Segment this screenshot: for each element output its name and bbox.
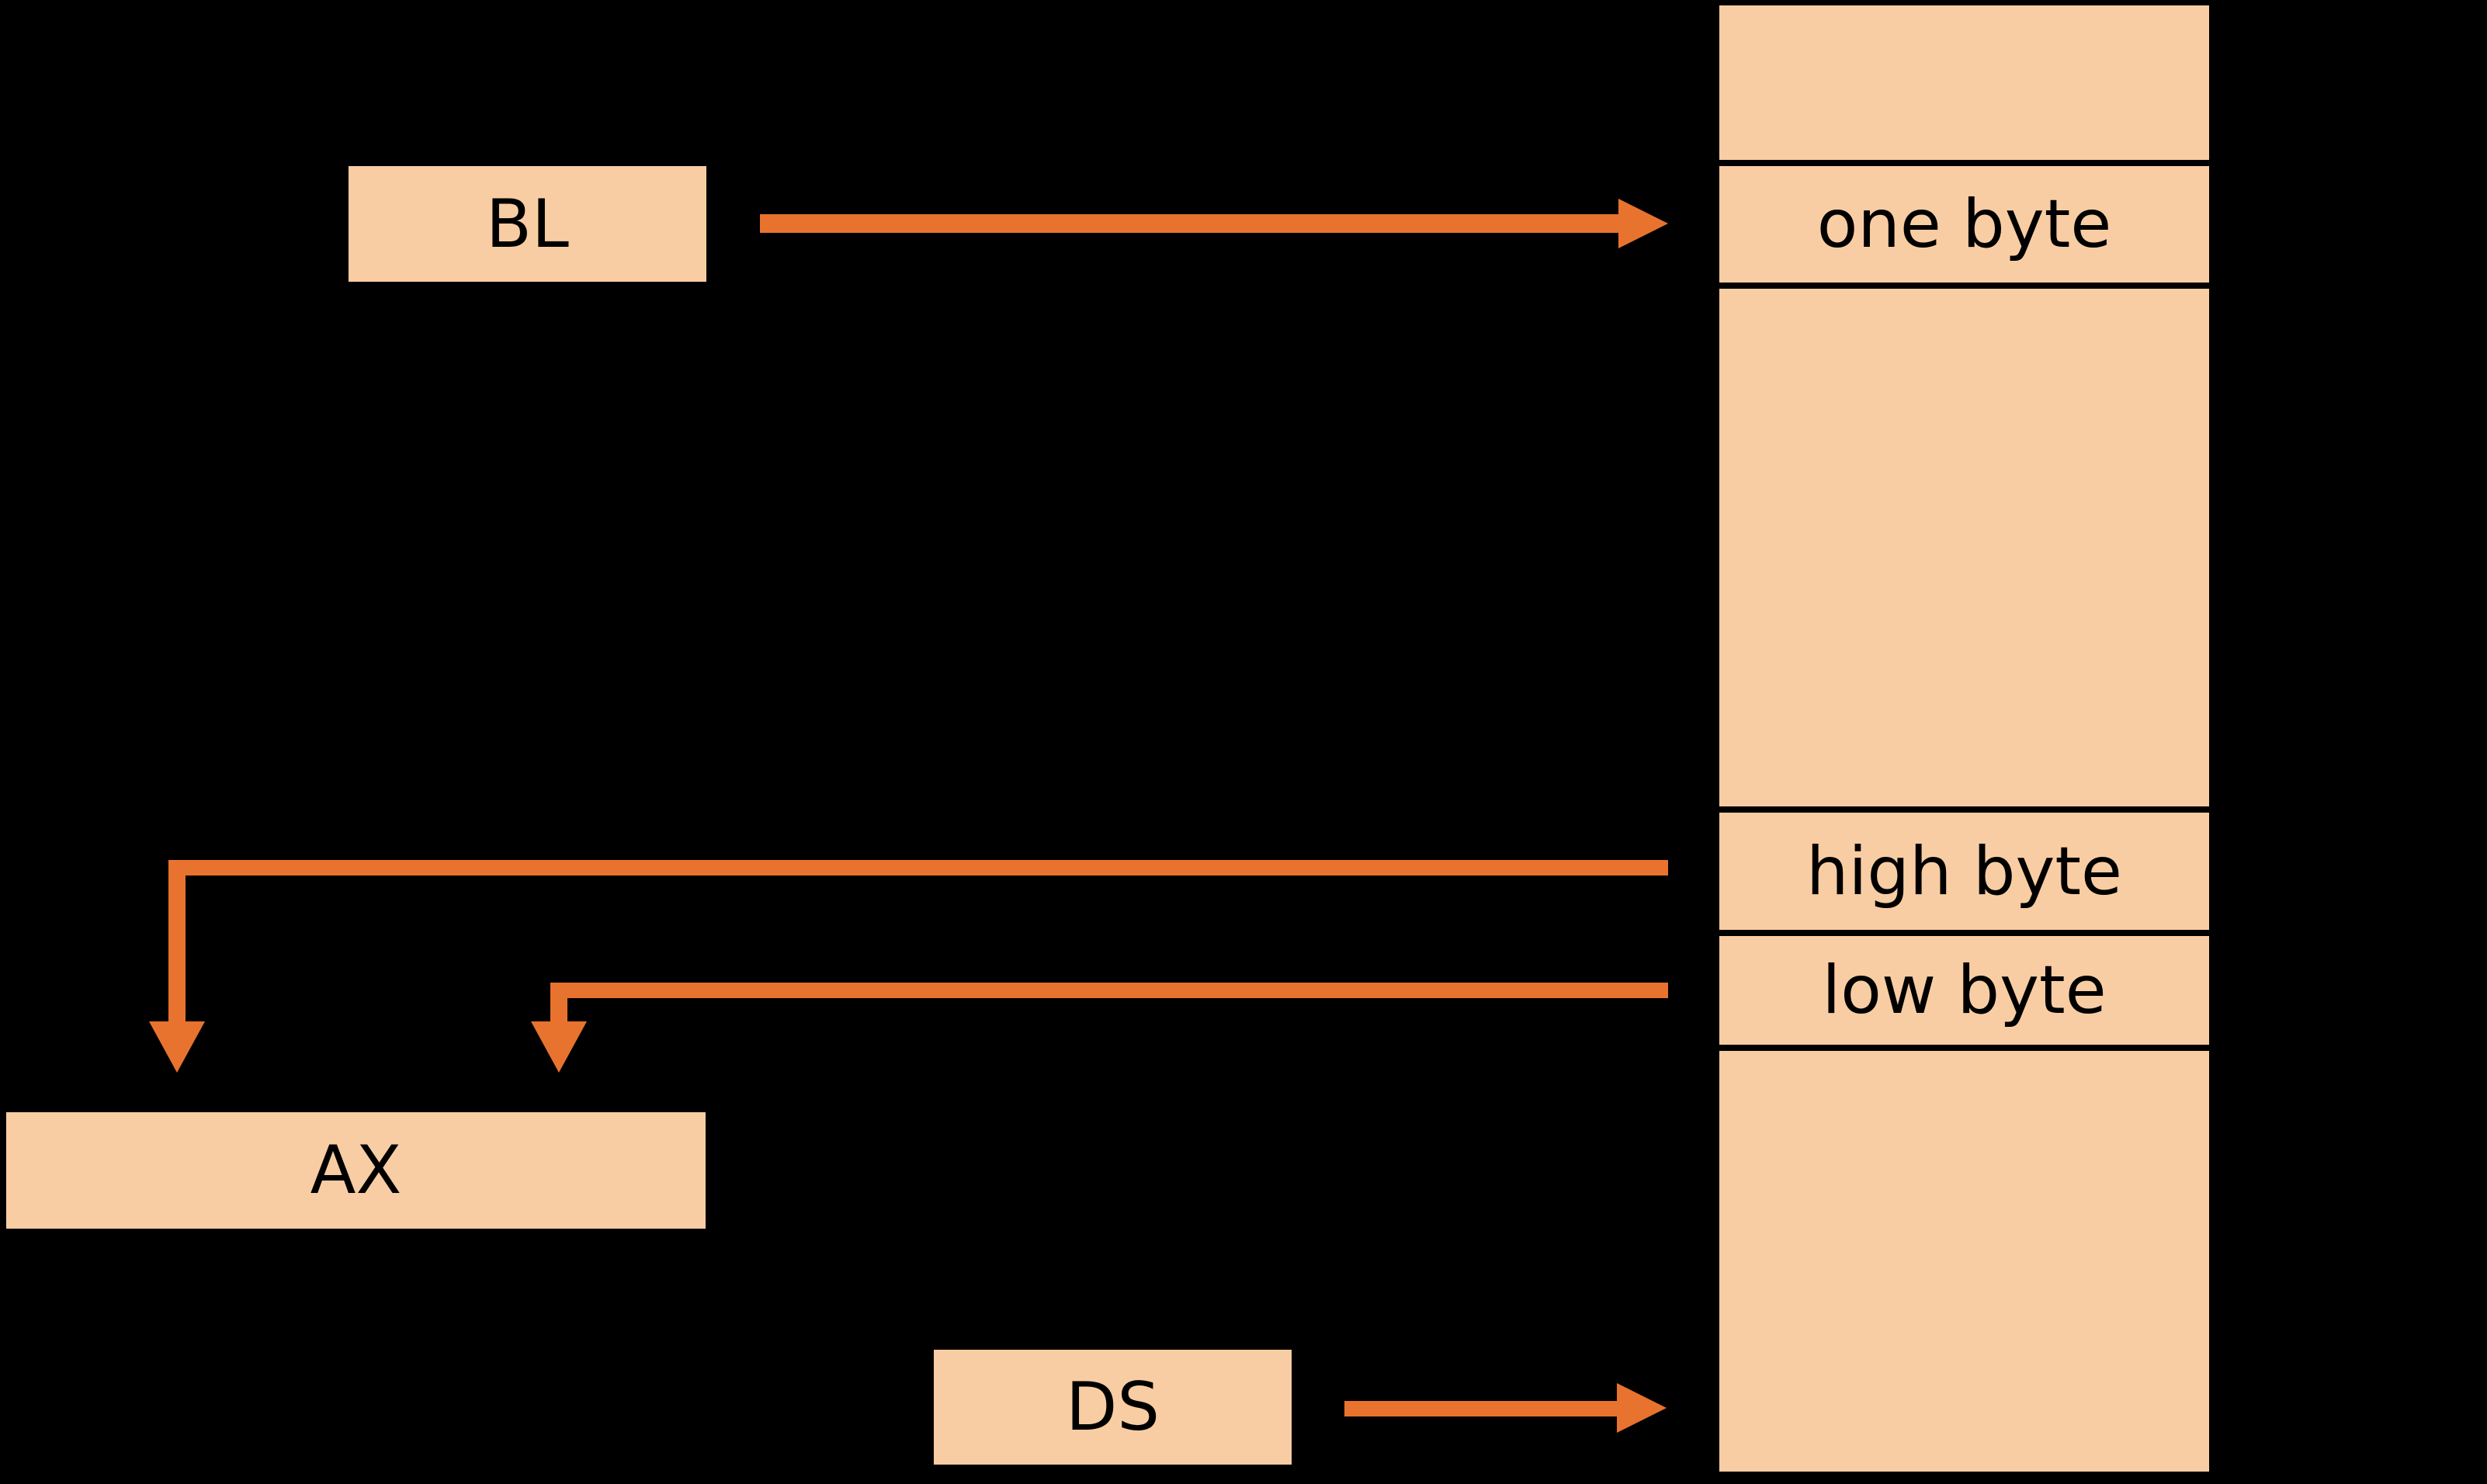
high-byte-to-ax-arrow-horizontal	[168, 860, 1668, 875]
memory-cell-label: high byte	[1806, 832, 2122, 910]
low-byte-to-ax-arrow-horizontal	[550, 983, 1668, 998]
register-label-bl: BL	[486, 185, 569, 263]
memory-cell-label: low byte	[1822, 952, 2107, 1029]
ds-to-memory-arrow-shaft	[1344, 1401, 1617, 1416]
high-byte-to-ax-arrow-vertical	[168, 860, 186, 1021]
register-label-ds: DS	[1066, 1368, 1160, 1446]
low-byte-to-ax-arrowhead-icon	[531, 1021, 587, 1073]
memory-cell-high-byte: high byte	[1719, 813, 2209, 930]
memory-cell-label: one byte	[1816, 186, 2112, 263]
register-box-bl: BL	[349, 166, 706, 282]
register-label-ax: AX	[310, 1132, 402, 1209]
memory-cell-low-byte: low byte	[1719, 936, 2209, 1045]
bl-to-memory-arrowhead-icon	[1618, 199, 1668, 248]
memory-cell-bottom	[1719, 1051, 2209, 1472]
register-box-ds: DS	[934, 1350, 1292, 1465]
bl-to-memory-arrow-shaft	[760, 214, 1618, 233]
low-byte-to-ax-arrow-vertical	[550, 983, 567, 1021]
memory-cell-middle	[1719, 289, 2209, 806]
memory-cell-one-byte: one byte	[1719, 166, 2209, 283]
ds-to-memory-arrowhead-icon	[1617, 1383, 1667, 1433]
high-byte-to-ax-arrowhead-icon	[149, 1021, 205, 1073]
register-box-ax: AX	[6, 1112, 706, 1229]
memory-cell-top	[1719, 5, 2209, 160]
